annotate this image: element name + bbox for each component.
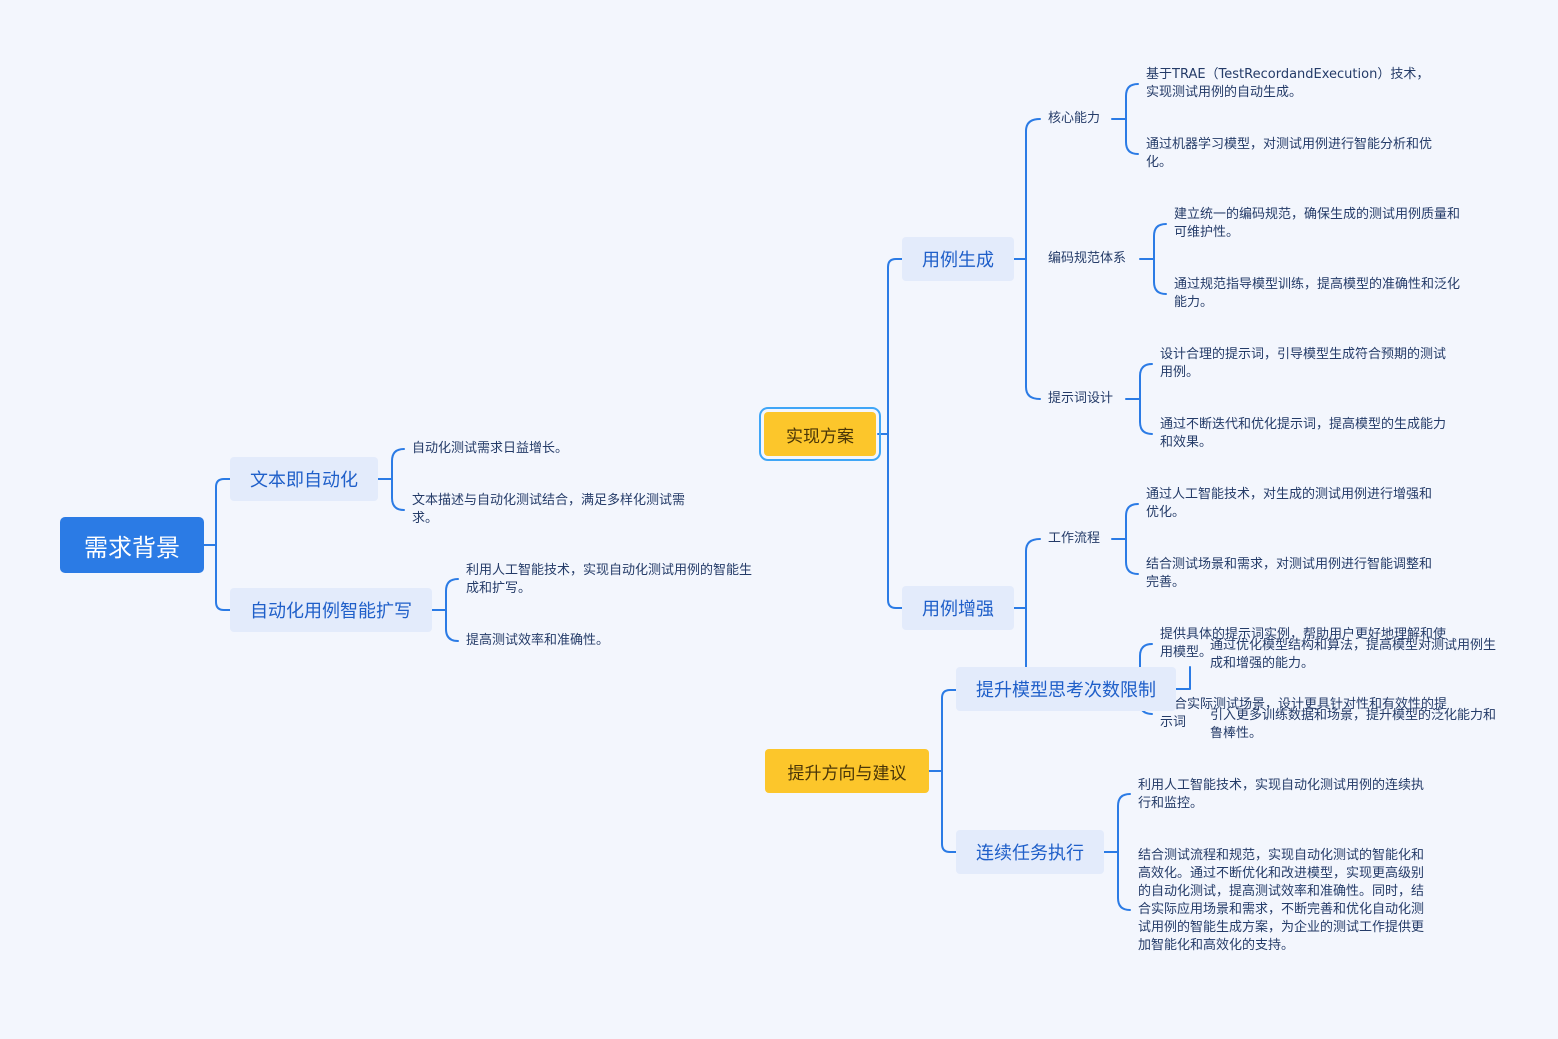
topic-text-automation[interactable]: 文本即自动化 <box>230 457 378 501</box>
leaf-core-capability-1[interactable]: 基于TRAE（TestRecordandExecution）技术，实现测试用例的… <box>1146 67 1430 100</box>
topic-continuous-task-execution[interactable]: 连续任务执行 <box>956 830 1104 874</box>
leaf-coding-standards-1[interactable]: 建立统一的编码规范，确保生成的测试用例质量和可维护性。 <box>1174 207 1461 240</box>
label-core-capability[interactable]: 核心能力 <box>1048 111 1101 126</box>
leaf-thinking-limit-1[interactable]: 通过优化模型结构和算法，提高模型对测试用例生成和增强的能力。 <box>1210 638 1497 671</box>
leaf-text-automation-2[interactable]: 文本描述与自动化测试结合，满足多样化测试需求。 <box>412 493 686 526</box>
leaf-case-expansion-1[interactable]: 利用人工智能技术，实现自动化测试用例的智能生成和扩写。 <box>466 563 753 596</box>
topic-improvement-suggestions[interactable]: 提升方向与建议 <box>765 749 929 793</box>
leaf-workflow-2[interactable]: 结合测试场景和需求，对测试用例进行智能调整和完善。 <box>1146 557 1433 590</box>
leaf-thinking-limit-2[interactable]: 引入更多训练数据和场景，提升模型的泛化能力和鲁棒性。 <box>1210 708 1497 741</box>
label-coding-standards[interactable]: 编码规范体系 <box>1048 251 1127 266</box>
topic-case-generation[interactable]: 用例生成 <box>902 237 1014 281</box>
topic-implementation-plan[interactable]: 实现方案 <box>759 407 881 461</box>
leaf-hidden-prompt-scenario[interactable]: 合实际测试场景，设计更具针对性和有效性的提示词 <box>1160 697 1448 730</box>
leaf-hidden-prompt-example[interactable]: 提供具体的提示词实例，帮助用户更好地理解和使用模型。 <box>1160 627 1447 660</box>
leaf-continuous-2[interactable]: 结合测试流程和规范，实现自动化测试的智能化和高效化。通过不断优化和改进模型，实现… <box>1138 848 1425 953</box>
label-prompt-design[interactable]: 提示词设计 <box>1048 391 1114 406</box>
topic-raise-thinking-limit[interactable]: 提升模型思考次数限制 <box>956 667 1176 711</box>
topic-case-enhancement[interactable]: 用例增强 <box>902 586 1014 630</box>
label-workflow[interactable]: 工作流程 <box>1048 531 1101 546</box>
leaf-prompt-design-2[interactable]: 通过不断迭代和优化提示词，提高模型的生成能力和效果。 <box>1160 417 1447 450</box>
leaf-text-automation-1[interactable]: 自动化测试需求日益增长。 <box>412 441 569 456</box>
leaf-prompt-design-1[interactable]: 设计合理的提示词，引导模型生成符合预期的测试用例。 <box>1160 347 1447 380</box>
leaf-case-expansion-2[interactable]: 提高测试效率和准确性。 <box>466 633 610 648</box>
leaf-continuous-1[interactable]: 利用人工智能技术，实现自动化测试用例的连续执行和监控。 <box>1138 778 1425 811</box>
leaf-workflow-1[interactable]: 通过人工智能技术，对生成的测试用例进行增强和优化。 <box>1146 487 1433 520</box>
topic-case-smart-expansion[interactable]: 自动化用例智能扩写 <box>230 588 432 632</box>
leaf-coding-standards-2[interactable]: 通过规范指导模型训练，提高模型的准确性和泛化能力。 <box>1174 277 1461 310</box>
leaf-core-capability-2[interactable]: 通过机器学习模型，对测试用例进行智能分析和优化。 <box>1146 137 1433 170</box>
root-node-requirement-background[interactable]: 需求背景 <box>60 517 204 573</box>
